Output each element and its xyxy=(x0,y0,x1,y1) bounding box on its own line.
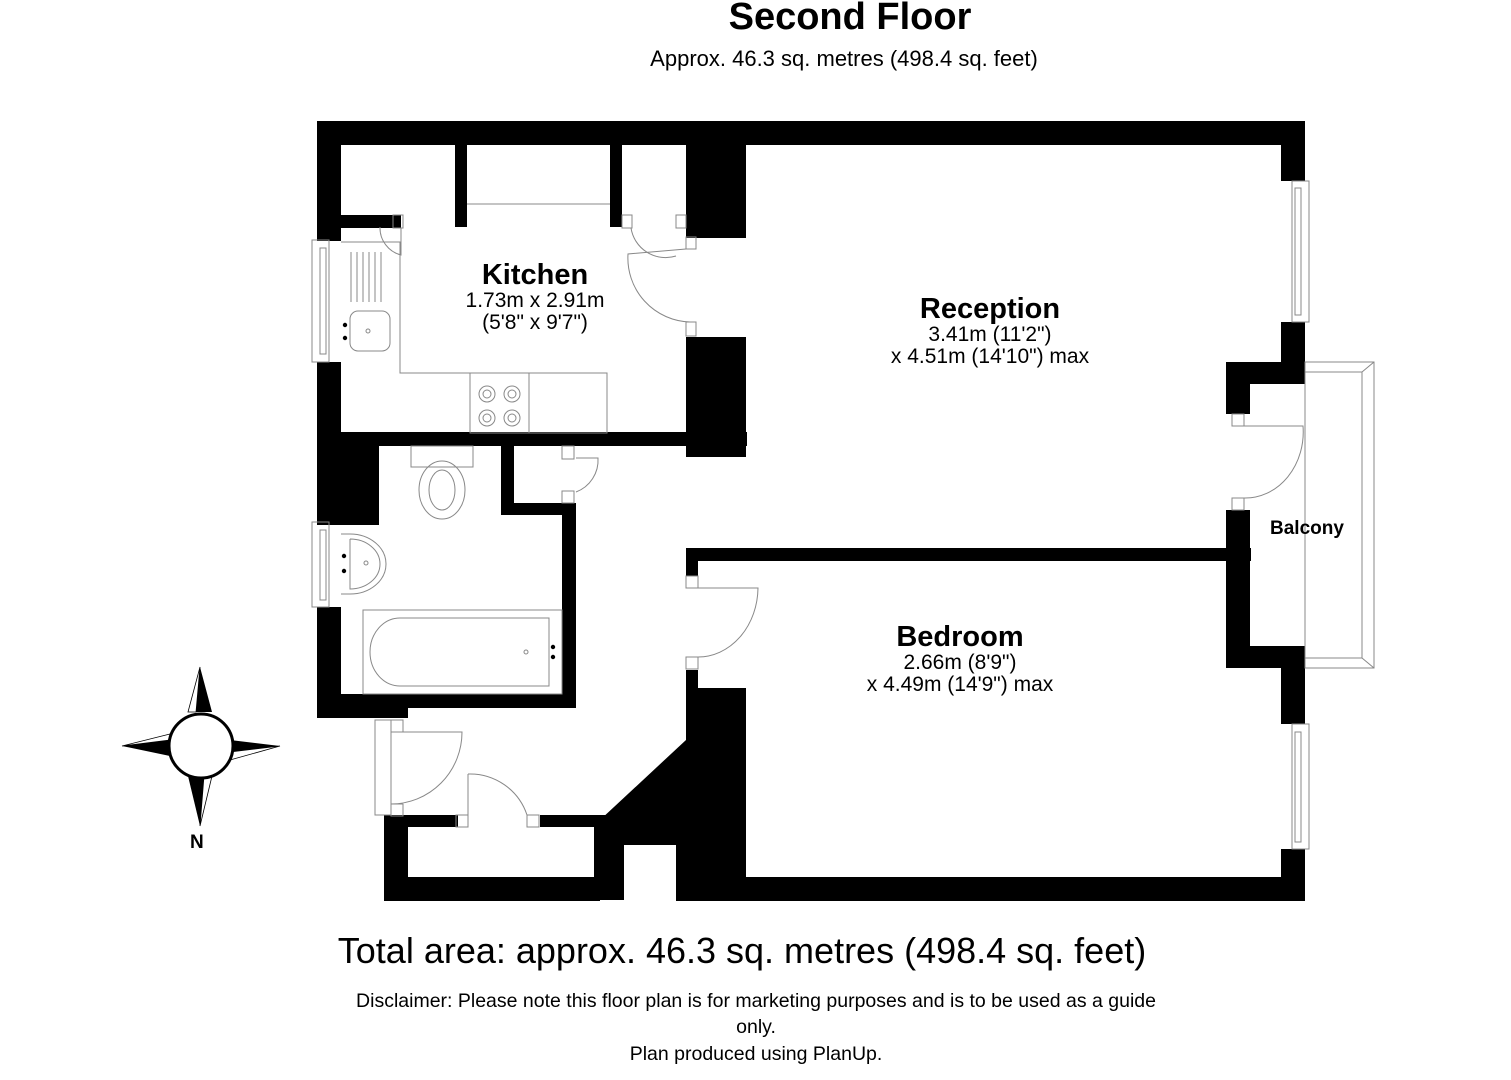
disclaimer: Disclaimer: Please note this floor plan … xyxy=(278,988,1234,1067)
walls xyxy=(317,121,1305,901)
compass-icon xyxy=(121,666,281,827)
room-name: Reception xyxy=(919,293,1061,325)
total-area: Total area: approx. 46.3 sq. metres (498… xyxy=(337,930,1147,971)
produced-by: Plan produced using PlanUp. xyxy=(629,1042,883,1065)
fixtures xyxy=(311,180,1375,850)
disclaimer-text-cont: only. xyxy=(736,1016,776,1039)
room-name: Kitchen xyxy=(481,259,589,291)
room-dimensions-imperial: (5'8" x 9'7") xyxy=(482,311,588,335)
room-label-bedroom: Bedroom 2.66m (8'9") x 4.49m (14'9") max xyxy=(820,622,1100,697)
tap-dots xyxy=(341,322,556,660)
room-label-reception: Reception 3.41m (11'2") x 4.51m (14'10")… xyxy=(840,294,1140,369)
room-label-balcony: Balcony xyxy=(1270,518,1344,539)
room-dimensions-metric: 1.73m x 2.91m xyxy=(465,289,605,313)
room-label-kitchen: Kitchen 1.73m x 2.91m (5'8" x 9'7") xyxy=(430,260,640,335)
compass-north-label: N xyxy=(190,832,204,853)
room-length: x 4.49m (14'9") max xyxy=(866,673,1054,697)
floor-title: Second Floor xyxy=(728,0,972,38)
room-width: 3.41m (11'2") xyxy=(928,323,1052,347)
room-length: x 4.51m (14'10") max xyxy=(890,345,1090,369)
room-name: Bedroom xyxy=(896,621,1024,653)
floor-area-subtitle: Approx. 46.3 sq. metres (498.4 sq. feet) xyxy=(650,46,1038,71)
room-width: 2.66m (8'9") xyxy=(903,651,1017,675)
disclaimer-text: Disclaimer: Please note this floor plan … xyxy=(356,990,1156,1012)
